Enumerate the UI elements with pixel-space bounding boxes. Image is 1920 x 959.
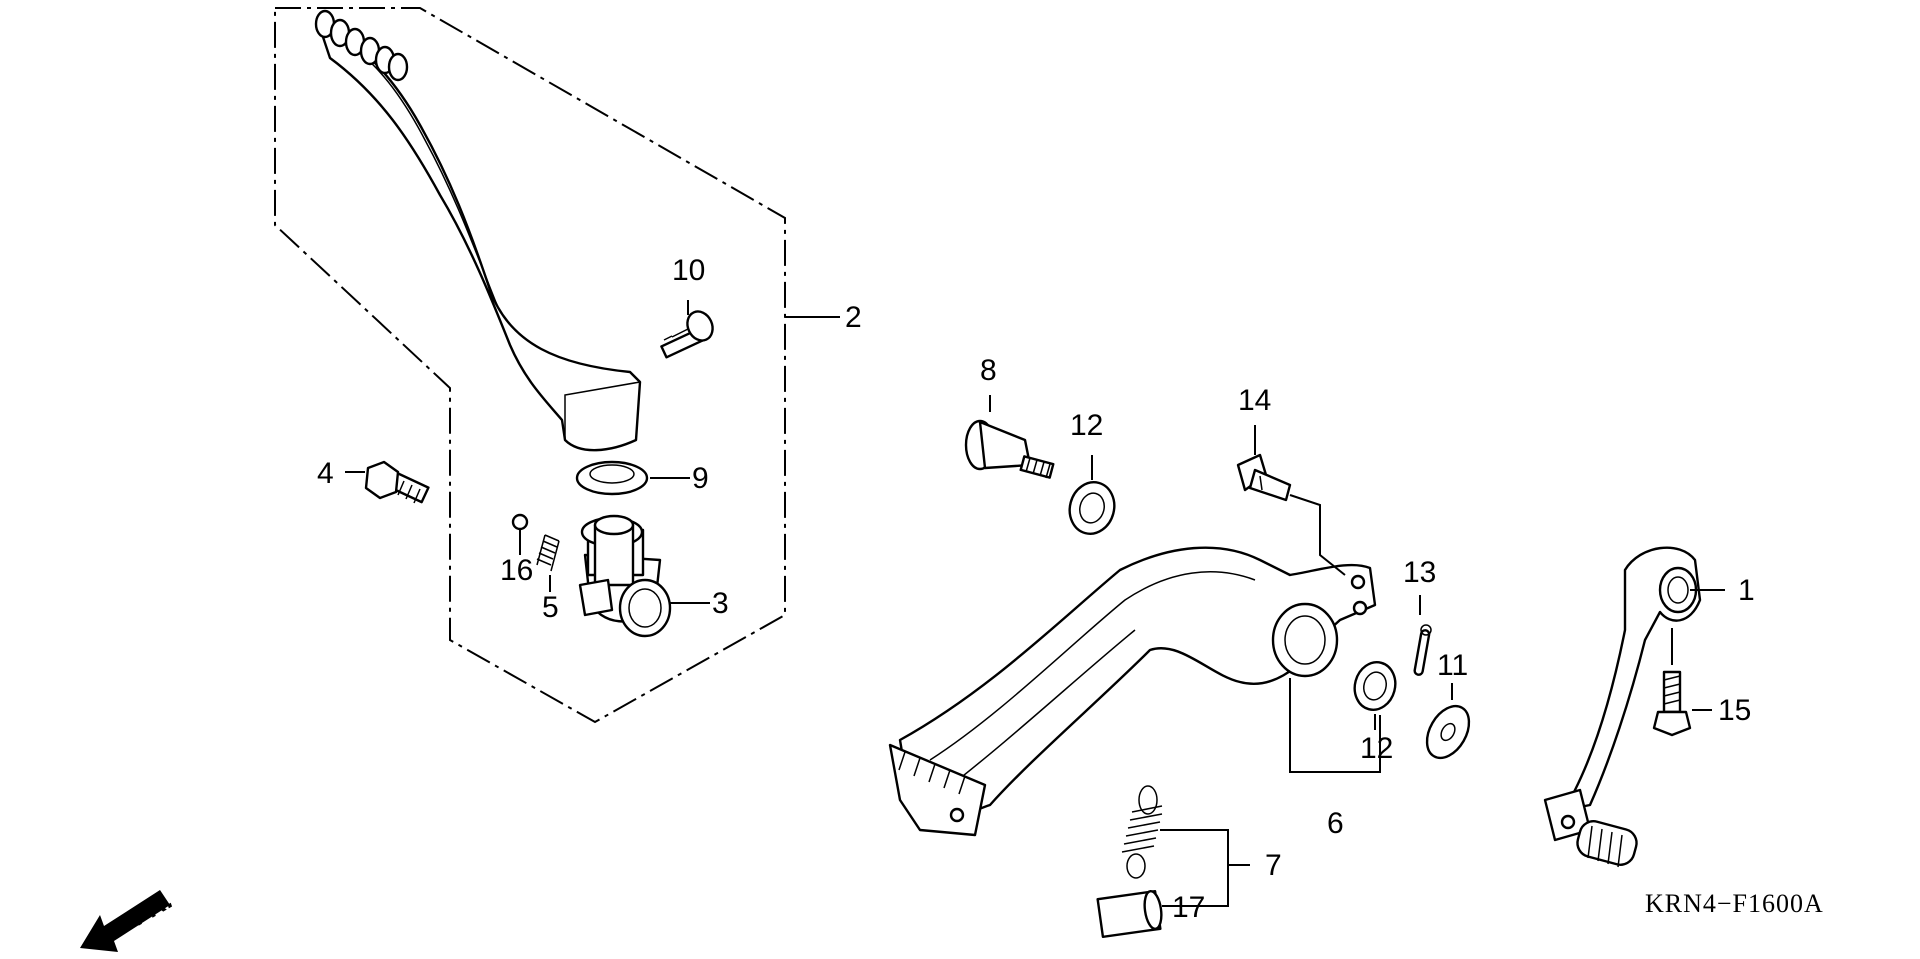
front-direction-arrow-icon [80, 890, 170, 952]
callout-3: 3 [712, 587, 729, 620]
callout-9: 9 [692, 462, 709, 495]
cotter-pin-13-part [1413, 624, 1432, 676]
pivot-bolt-8-part [964, 419, 1055, 479]
return-spring-7-part [1121, 785, 1163, 879]
callout-15: 15 [1718, 694, 1751, 727]
callout-13: 13 [1403, 556, 1436, 589]
callout-16: 16 [500, 554, 533, 587]
callout-5: 5 [542, 591, 559, 624]
spring-5-part [536, 534, 560, 572]
seal-12-upper-part [1068, 481, 1116, 535]
callout-10: 10 [672, 254, 705, 287]
kickstarter-assembly-outline [274, 7, 786, 724]
bolt-15-part [1652, 670, 1692, 737]
callout-2: 2 [845, 301, 862, 334]
callout-17: 17 [1172, 891, 1205, 924]
callout-12-upper: 12 [1070, 409, 1103, 442]
callout-6: 6 [1327, 807, 1344, 840]
drawing-code: KRN4−F1600A [1645, 889, 1824, 918]
kickstarter-arm-part [314, 9, 642, 452]
gearshift-pedal-1-part [1543, 546, 1702, 868]
callout-12-lower: 12 [1360, 732, 1393, 765]
callout-8: 8 [980, 354, 997, 387]
ball-16-part [511, 513, 529, 531]
brake-pedal-6-part [888, 546, 1377, 837]
leader-lines [345, 300, 1725, 907]
callout-4: 4 [317, 457, 334, 490]
callout-7: 7 [1265, 849, 1282, 882]
callout-14: 14 [1238, 384, 1271, 417]
washer-11-part [1425, 704, 1471, 760]
collar-17-part [1096, 889, 1163, 939]
bolt-4-part [364, 460, 430, 504]
seal-9-part [575, 460, 649, 496]
callout-1: 1 [1738, 574, 1755, 607]
clevis-pin-14-part [1236, 453, 1292, 502]
spindle-boss-3-part [578, 514, 672, 638]
seal-12-lower-part [1353, 661, 1397, 711]
bolt-10-part [660, 310, 714, 359]
callout-11: 11 [1437, 649, 1468, 682]
callout-labels: 1 2 3 4 5 6 7 8 9 10 11 12 12 13 14 15 1… [317, 254, 1755, 924]
